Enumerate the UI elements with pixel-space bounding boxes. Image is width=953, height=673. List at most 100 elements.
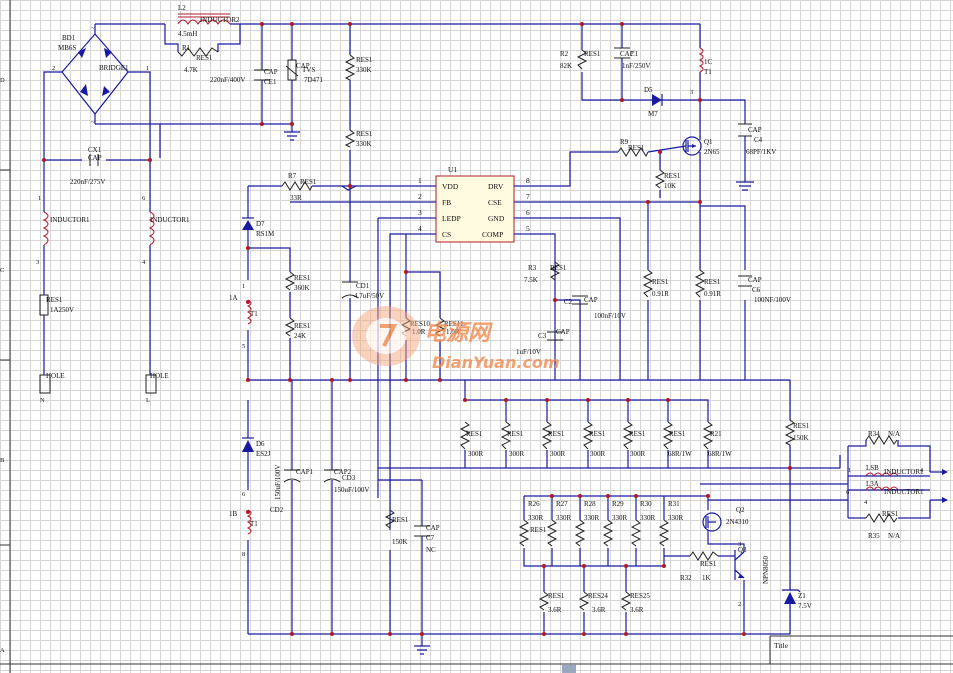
r-top1-value: 330K [356, 66, 372, 74]
bd1-pin-right: 1 [146, 65, 149, 72]
d7-ref: D7 [256, 220, 265, 228]
cd3-part: CD3 [342, 474, 356, 482]
t1a-pin-bottom: 5 [242, 343, 245, 350]
u1-pin-1-num: 1 [418, 176, 422, 185]
q2-ref: Q2 [736, 506, 745, 514]
resistor-fb2: RES1 24K [284, 317, 311, 340]
svg-text:A: A [0, 647, 5, 654]
cap-cd1: CD1 4.7uF/50V [341, 281, 384, 300]
u1-pin-2-name: FB [442, 198, 451, 207]
resistor-bank-330r: R26 330R R27 330R R28 330R R29 330R R30 … [518, 500, 684, 547]
transformer-t1-secondary: 6 1B T1 8 [229, 491, 258, 558]
common-mode-choke-a: INDUCTOR1 1 3 [36, 195, 90, 266]
r13-value: 0.91R [652, 290, 669, 298]
ce1-label: CAP [264, 68, 278, 76]
lf1-pin-a: 1 [38, 195, 41, 202]
hole2-pin: L [146, 397, 150, 404]
t1a-tag2: T1 [250, 310, 258, 318]
fuse-f1: RES1 1A250V [39, 294, 74, 316]
c3-part: C3 [538, 332, 547, 340]
transformer-t1-primary: 1C T1 3 [690, 47, 713, 96]
resistor-r9: R9 RES1 [617, 138, 649, 158]
wires [43, 23, 931, 646]
hole1-label: HOLE [46, 372, 65, 380]
resistor-r3: R3 RES1 7.5K [524, 261, 567, 284]
t1a-pin-top: 1 [242, 283, 245, 290]
r29-value: 330R [612, 514, 628, 522]
cap-cd3: CAP2 CD3 150uF/100V [323, 468, 369, 494]
bd1-ref: BD1 [62, 34, 76, 42]
r14-value: 0.91R [704, 290, 721, 298]
output-terminals [930, 469, 948, 503]
r7-ref: R7 [288, 172, 297, 180]
lf1-pin-b: 3 [36, 259, 39, 266]
ce1-part: CE1 [264, 78, 277, 86]
hole2-label: HOLE [150, 372, 169, 380]
resistor-r13: RES1 0.91R [642, 269, 669, 298]
mosfet-q1: Q1 2N65 [682, 130, 720, 160]
cx1-label: CAP [88, 154, 102, 162]
r3-body: RES1 [550, 264, 567, 272]
cx1-value: 220nF/275V [70, 178, 105, 186]
load-resistor-6: RES1 68R/1W [662, 421, 692, 458]
r35-label: RES1 [882, 510, 899, 518]
rload3-label: RES1 [548, 430, 565, 438]
resistor-low-3: RES25 3.6R [620, 591, 650, 614]
resistor-top2: RES1 330K [344, 129, 373, 148]
u1-pin-5-num: 5 [526, 224, 530, 233]
r10-label: RES10 [410, 320, 430, 328]
lf2-body: INDUCTOR1 [150, 216, 190, 224]
u1-pin-8-num: 8 [526, 176, 530, 185]
u1-pin-4-num: 4 [418, 224, 422, 233]
r1-value: 4.7K [184, 66, 198, 74]
lf1-body: INDUCTOR1 [50, 216, 90, 224]
cd2-value: 150uF/100V [274, 465, 282, 500]
dianyuan-watermark: 电源网 DianYuan.com [352, 306, 560, 372]
cd1-ref: CD1 [356, 282, 370, 290]
watermark-url: DianYuan.com [432, 353, 560, 372]
t1-top-a: 1C [704, 58, 713, 66]
r-fb2-label: RES1 [294, 322, 311, 330]
cap-c6: CAP C6 100NF/100V [738, 275, 791, 304]
common-mode-choke-b: INDUCTOR1 6 4 [142, 195, 190, 266]
cx1-ref: CX1 [88, 146, 102, 154]
r-bank-body: RES1 [530, 526, 547, 534]
c7-label: CAP [426, 524, 440, 532]
rload7-label: R21 [710, 430, 722, 438]
diode-d5: D5 M7 [644, 86, 663, 118]
c2-part: C2 [564, 298, 573, 306]
r35-ref: R35 [868, 532, 880, 540]
svg-text:~: ~ [91, 25, 95, 32]
ce1-value: 220nF/400V [210, 76, 245, 84]
rlow2-value: 3.6R [592, 606, 606, 614]
bd1-value: MB6S [58, 44, 76, 52]
bjt-q3: Q3 NPN8050 3 2 [734, 541, 770, 608]
diode-d7: D7 RS1M [242, 217, 275, 238]
resistor-fb1: RES1 360K [284, 271, 311, 292]
resistor-gate: RES1 10K [654, 169, 681, 190]
resistor-top1: RES1 330K [344, 54, 373, 81]
u1-pin-8-name: DRV [488, 182, 504, 191]
d5-value: M7 [648, 110, 658, 118]
r2-value: 82K [560, 62, 572, 70]
c2-value: 100nF/10V [594, 312, 626, 320]
load-resistor-7: R21 68R/1W [702, 421, 732, 458]
t1b-tag2: T1 [250, 520, 258, 528]
load-resistor-5: RES1 300R [622, 421, 646, 458]
r1-body: RES1 [196, 54, 213, 62]
choke-lsb: LSB INDUCTOR1 1 4 [848, 464, 924, 477]
u1-pin-6-num: 6 [526, 208, 530, 217]
cap-cx1: CX1 CAP 220nF/275V [70, 146, 105, 186]
r31-ref: R31 [668, 500, 680, 508]
d6-value: ES2J [256, 450, 271, 458]
q2-value: 2N4310 [726, 518, 749, 526]
rload6-label: RES1 [669, 430, 686, 438]
t1b-tag: 1B [229, 510, 238, 518]
r30-ref: R30 [640, 500, 652, 508]
r35-value: N/A [888, 532, 900, 540]
u1-pin-2-num: 2 [418, 192, 422, 201]
lf2-pin-a: 6 [142, 195, 146, 202]
c7-part: C7 [426, 534, 435, 542]
r-150k-label: RES1 [392, 516, 409, 524]
